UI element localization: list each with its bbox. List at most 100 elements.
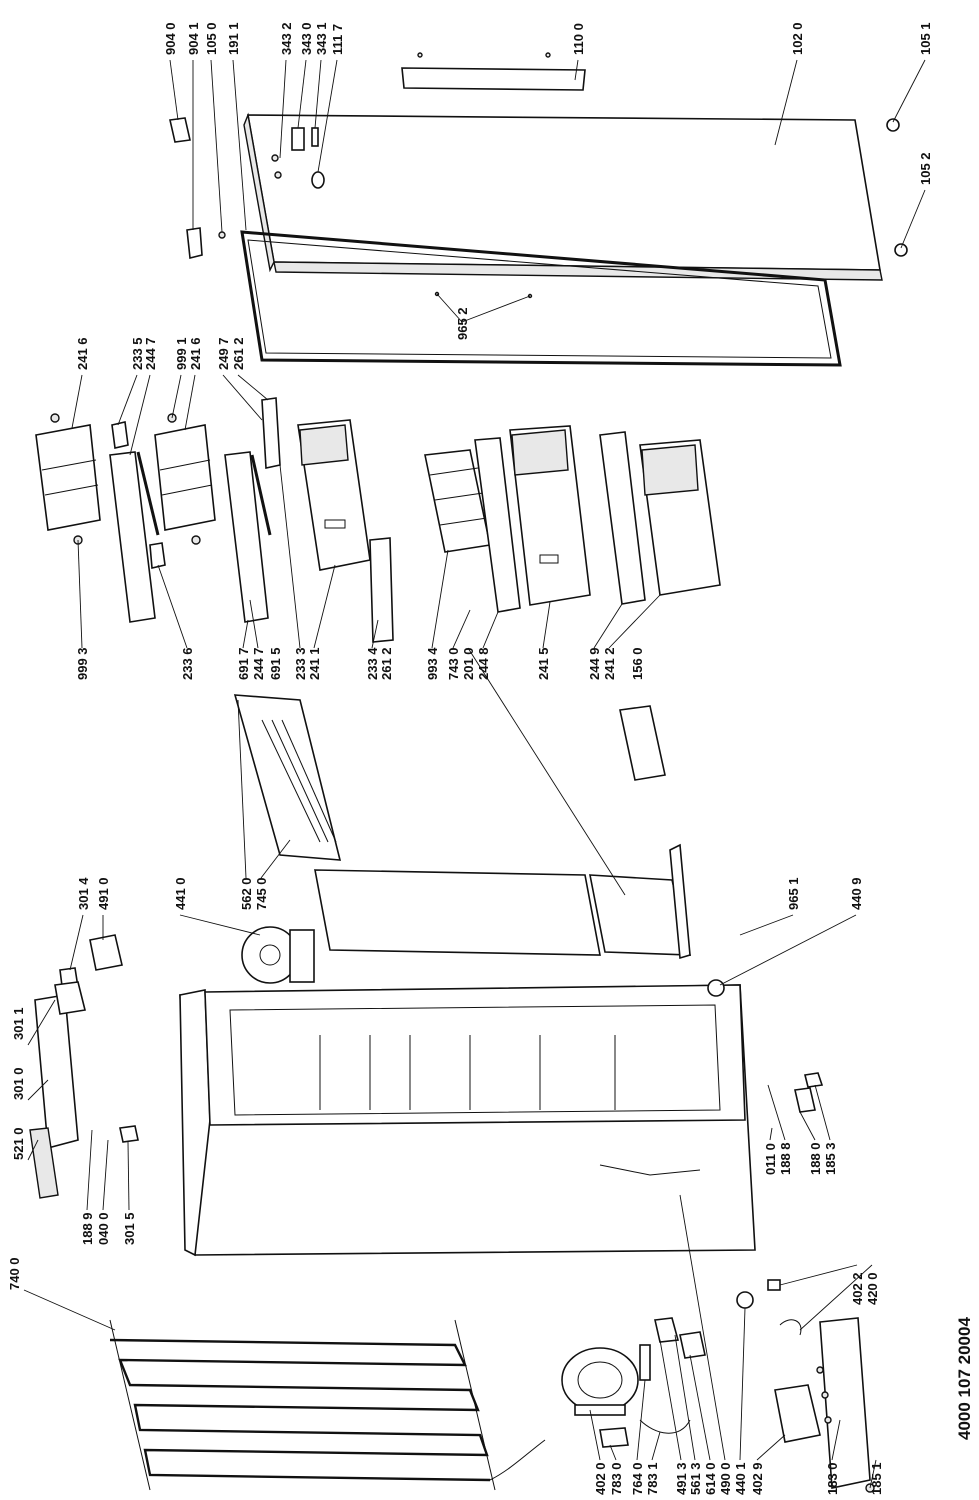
pcb-521 xyxy=(29,1127,59,1199)
door-seal-ring xyxy=(311,171,325,189)
part-label-p1888: 188 8 xyxy=(778,1142,793,1175)
document-number: 4000 107 20004 xyxy=(955,1317,974,1440)
shelf-trim-2 xyxy=(250,454,272,536)
cabinet-liner xyxy=(229,1004,721,1116)
power-cord xyxy=(599,1164,701,1176)
part-label-p2333: 233 3 xyxy=(293,647,308,680)
door-handle xyxy=(401,67,586,91)
grommet-440-1 xyxy=(736,1291,754,1309)
back-panel-743 xyxy=(314,869,601,956)
handle-screw-b xyxy=(545,52,551,58)
door-assembly xyxy=(240,112,883,367)
part-label-p4409: 440 9 xyxy=(849,877,864,910)
rail-261-2 xyxy=(261,397,281,469)
door-hinge-block xyxy=(291,127,305,151)
hinge-screw xyxy=(218,231,226,239)
base-plate-183 xyxy=(819,1317,871,1489)
part-label-p2335: 233 5 xyxy=(130,337,145,370)
part-label-p3014: 301 4 xyxy=(76,877,91,910)
part-label-p1889: 188 9 xyxy=(80,1212,95,1245)
glass-shelf-1 xyxy=(109,451,156,623)
evaporator-745 xyxy=(233,694,342,861)
part-label-p9040: 904 0 xyxy=(163,22,178,55)
rail-lower xyxy=(369,537,394,643)
part-label-p1560: 156 0 xyxy=(630,647,645,680)
part-label-p4900: 490 0 xyxy=(718,1462,733,1495)
part-label-p9993: 999 3 xyxy=(75,647,90,680)
part-label-p4022: 402 2 xyxy=(850,1272,865,1305)
drawer2-top xyxy=(511,429,569,476)
glass-shelf-2 xyxy=(224,451,269,623)
shelf-support-2 xyxy=(149,542,166,569)
part-label-p1830: 183 0 xyxy=(825,1462,840,1495)
hinge-bottom xyxy=(186,227,203,259)
drawer-upper-2 xyxy=(154,413,216,545)
hinge-top xyxy=(169,117,191,143)
part-label-p1853: 185 3 xyxy=(823,1142,838,1175)
cover-301-5 xyxy=(119,1125,139,1143)
foot-105-1 xyxy=(886,118,900,132)
part-label-p2411: 241 1 xyxy=(307,647,322,680)
part-label-p2416a: 241 6 xyxy=(75,337,90,370)
part-label-p9651: 965 1 xyxy=(786,877,801,910)
glass-shelf-3 xyxy=(474,437,521,613)
fan-housing xyxy=(289,929,315,983)
part-label-p9041: 904 1 xyxy=(186,22,201,55)
part-label-p1851: 185 1 xyxy=(869,1462,884,1495)
part-label-p5210: 521 0 xyxy=(11,1127,26,1160)
drawer1-handle xyxy=(324,519,346,529)
block-185-3 xyxy=(804,1072,824,1088)
part-label-p0400: 040 0 xyxy=(96,1212,111,1245)
back-panel-lip xyxy=(669,843,691,960)
part-label-p7450: 745 0 xyxy=(254,877,269,910)
part-label-p1050: 105 0 xyxy=(204,22,219,55)
part-label-p2416b: 241 6 xyxy=(188,337,203,370)
handle-screw-a xyxy=(417,52,423,58)
grommet-440-9 xyxy=(707,979,725,997)
drip-tray-402-9 xyxy=(774,1384,821,1443)
drawer-upper-1 xyxy=(35,413,101,545)
door-panel xyxy=(247,114,881,271)
part-label-p5613: 561 3 xyxy=(688,1462,703,1495)
relay-491-3 xyxy=(654,1317,680,1343)
glass-shelf-4 xyxy=(599,431,646,605)
part-label-p7640: 764 0 xyxy=(630,1462,645,1495)
part-label-p7830: 783 0 xyxy=(609,1462,624,1495)
part-label-p6140: 614 0 xyxy=(703,1462,718,1495)
clip-420 xyxy=(779,1319,802,1336)
drawer2-handle xyxy=(539,554,559,564)
door-screw-b xyxy=(274,171,282,179)
part-label-p2497: 249 7 xyxy=(216,337,231,370)
door-hinge-pin xyxy=(311,127,319,147)
starter-614 xyxy=(679,1331,706,1359)
part-label-p9652: 965 2 xyxy=(455,307,470,340)
part-label-p1911: 191 1 xyxy=(226,22,241,55)
part-label-p9934: 993 4 xyxy=(425,647,440,680)
drier-764 xyxy=(639,1344,651,1381)
part-label-p2447a: 244 7 xyxy=(143,337,158,370)
part-label-p1020: 102 0 xyxy=(790,22,805,55)
condenser-coil xyxy=(109,1319,546,1491)
part-label-p4410: 441 0 xyxy=(173,877,188,910)
part-label-p1117: 111 7 xyxy=(330,24,345,55)
part-label-p2334: 233 4 xyxy=(365,647,380,680)
compressor-402 xyxy=(561,1347,639,1416)
drawer3-top xyxy=(641,444,699,496)
drawer-front-2 xyxy=(154,424,216,531)
part-label-p4401: 440 1 xyxy=(733,1462,748,1495)
part-label-p1051: 105 1 xyxy=(918,22,933,55)
filter-783 xyxy=(599,1427,629,1448)
part-label-p2612a: 261 2 xyxy=(231,337,246,370)
part-label-p4910: 491 0 xyxy=(96,877,111,910)
part-label-p2415: 241 5 xyxy=(536,647,551,680)
cabinet-interior-frame xyxy=(204,984,746,1126)
part-label-p3431: 343 1 xyxy=(314,22,329,55)
foot-105-2 xyxy=(894,243,908,257)
part-label-p7430: 743 0 xyxy=(446,647,461,680)
leader-lines xyxy=(23,59,926,1489)
shelf-support-1 xyxy=(111,421,129,449)
part-label-p3010: 301 0 xyxy=(11,1067,26,1100)
part-label-p2448: 244 8 xyxy=(476,647,491,680)
part-label-p2447b: 244 7 xyxy=(251,647,266,680)
tube-783-1 xyxy=(639,1419,691,1434)
